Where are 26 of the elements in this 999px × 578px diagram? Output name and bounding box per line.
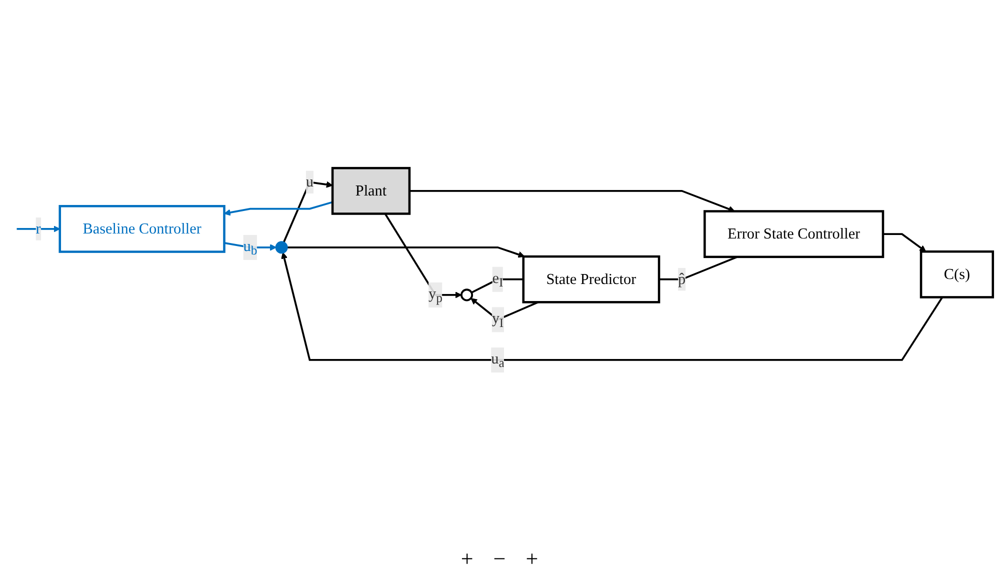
- node-box: Plant: [331, 166, 411, 215]
- edge-label: u$_{a}$: [491, 350, 504, 370]
- arrow: [282, 180, 333, 243]
- node-box: Baseline Controller: [58, 204, 226, 253]
- sign-label: +: [460, 546, 474, 572]
- arrow: [286, 246, 525, 258]
- edge-label: u: [306, 173, 314, 190]
- arrow: [224, 200, 333, 216]
- arrow: [16, 225, 60, 232]
- edge-label: u$_{b}$: [243, 238, 258, 258]
- node-box: State Predictor: [522, 255, 660, 303]
- node-circle: [275, 240, 288, 254]
- edge-label: y$_{p}$: [428, 285, 442, 305]
- node-box: C(s): [920, 250, 994, 298]
- node-circle: [460, 288, 474, 301]
- edge-label: y$_{I}$: [492, 310, 504, 330]
- arrow: [409, 190, 735, 212]
- sign-label: +: [526, 546, 538, 572]
- arrow: [281, 252, 944, 361]
- edge-label: e$_{I}$: [492, 270, 504, 290]
- node-box: Error State Controller: [704, 210, 884, 258]
- edge-label: r: [36, 220, 41, 237]
- connector: [659, 256, 738, 280]
- edge-label: p̂: [678, 270, 686, 288]
- arrow: [883, 232, 926, 252]
- sign-label: −: [493, 546, 506, 572]
